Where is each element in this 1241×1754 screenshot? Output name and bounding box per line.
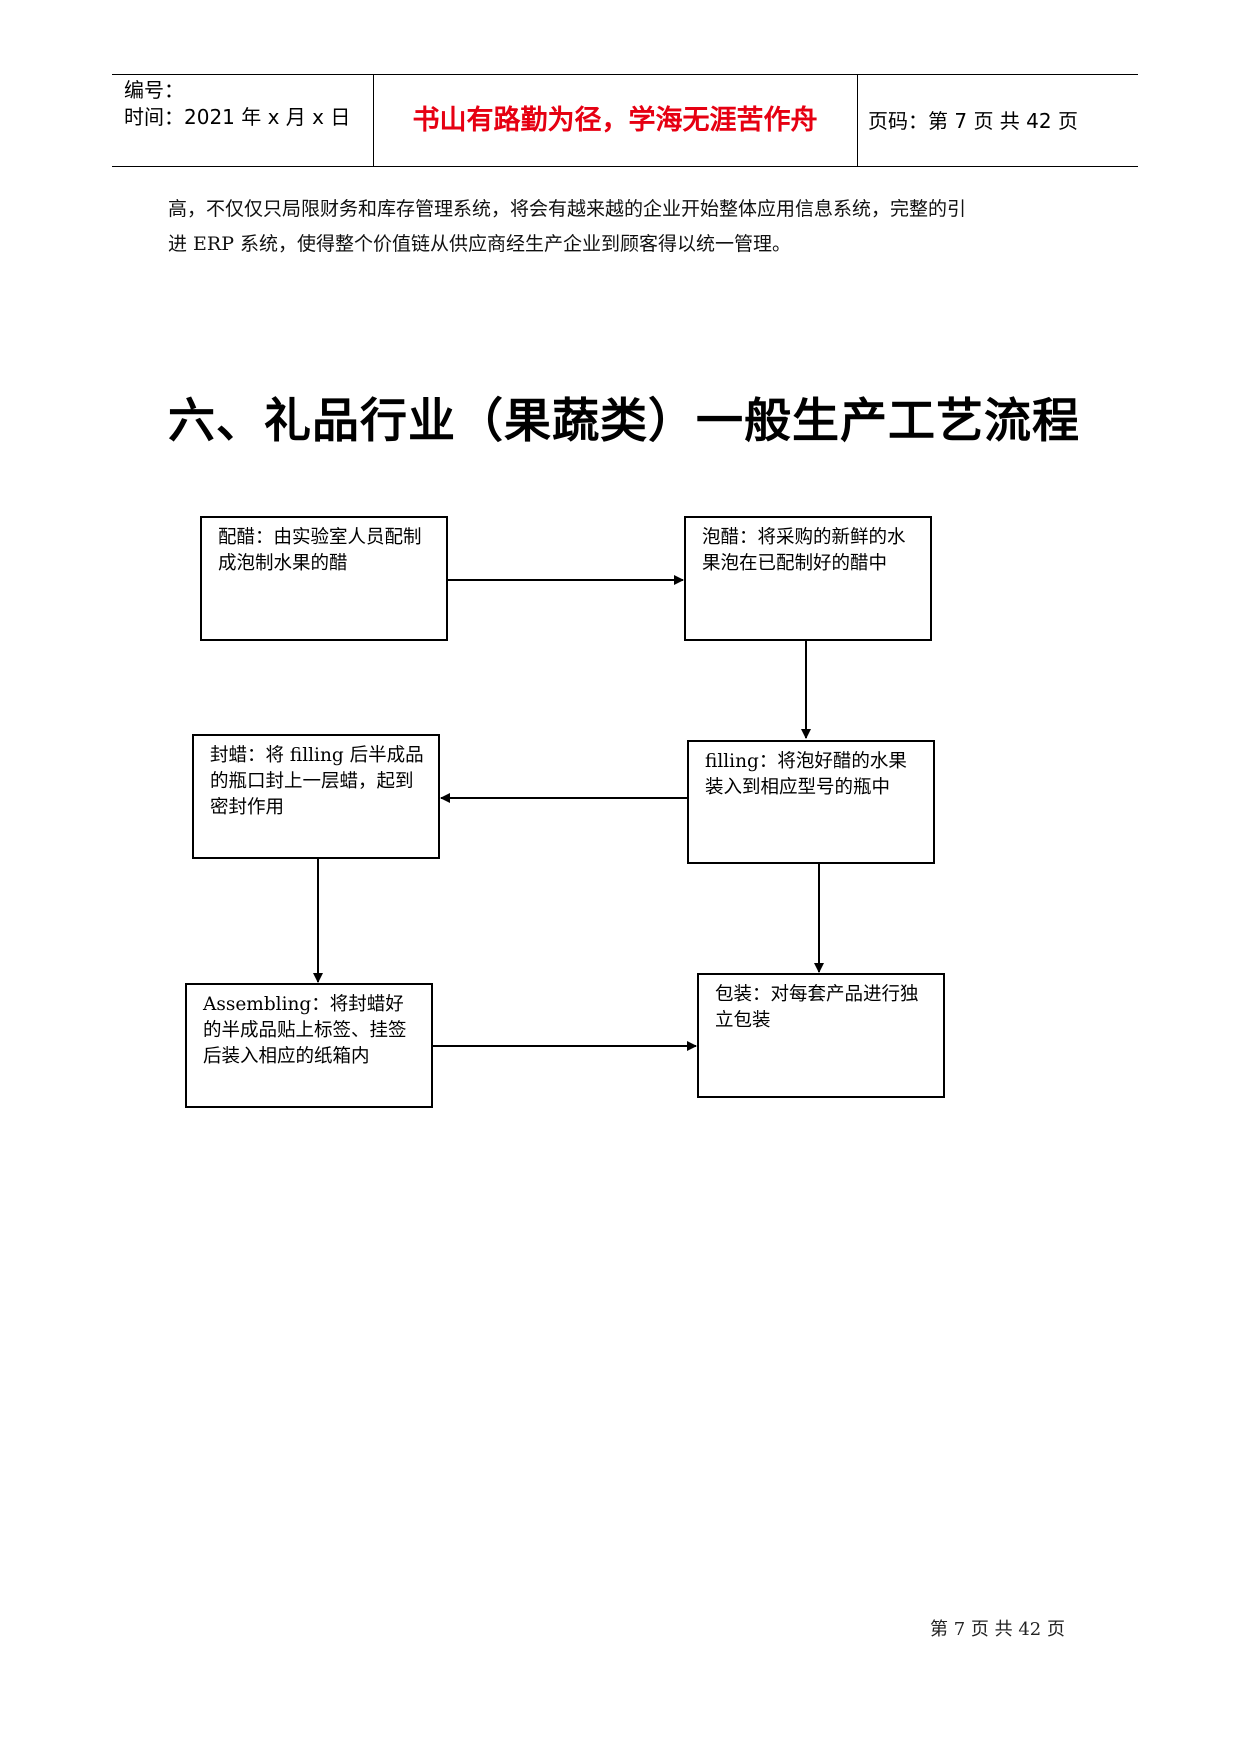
flow-step-assembling: Assembling：将封蜡好的半成品贴上标签、挂签后装入相应的纸箱内 xyxy=(185,983,433,1108)
flow-step-packaging: 包装：对每套产品进行独立包装 xyxy=(697,973,945,1098)
paragraph-line-2: 进 ERP 系统，使得整个价值链从供应商经生产企业到顾客得以统一管理。 xyxy=(168,233,792,255)
header-divider-right xyxy=(857,74,858,166)
flow-step-vinegar-prep: 配醋：由实验室人员配制成泡制水果的醋 xyxy=(200,516,448,641)
flow-step-wax-seal: 封蜡：将 filling 后半成品的瓶口封上一层蜡，起到密封作用 xyxy=(192,734,440,859)
flow-step-vinegar-soak: 泡醋：将采购的新鲜的水果泡在已配制好的醋中 xyxy=(684,516,932,641)
header-motto: 书山有路勤为径，学海无涯苦作舟 xyxy=(412,105,818,136)
header-number-label: 编号： xyxy=(124,78,184,102)
section-title: 六、礼品行业（果蔬类）一般生产工艺流程 xyxy=(168,394,1080,449)
flow-step-filling: filling：将泡好醋的水果装入到相应型号的瓶中 xyxy=(687,740,935,864)
header-time-label: 时间：2021 年 x 月 x 日 xyxy=(124,105,351,129)
paragraph-line-1: 高，不仅仅只局限财务和库存管理系统，将会有越来越的企业开始整体应用信息系统，完整… xyxy=(168,198,967,220)
footer-page-number: 第 7 页 共 42 页 xyxy=(930,1619,1065,1640)
header-divider-left xyxy=(373,74,374,166)
header-page-label: 页码：第 7 页 共 42 页 xyxy=(868,109,1078,133)
header-top-rule xyxy=(112,74,1138,75)
header-bottom-rule xyxy=(112,166,1138,167)
